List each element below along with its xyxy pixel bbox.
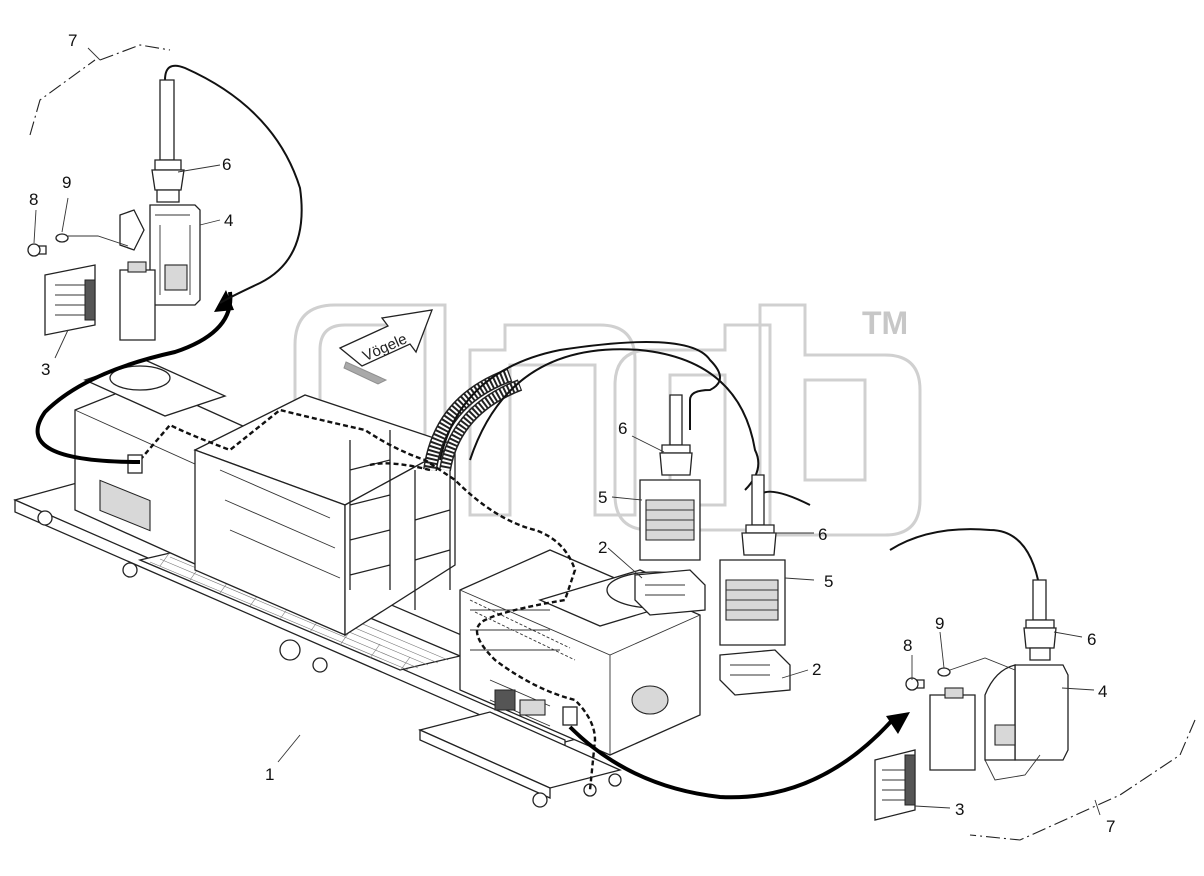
callout-plug-right: 3 bbox=[955, 800, 964, 819]
callout-washer-right: 9 bbox=[935, 614, 944, 633]
callout-gland-right: 6 bbox=[1087, 630, 1096, 649]
callout-machine: 1 bbox=[265, 765, 274, 784]
callout-connector-right: 2 bbox=[812, 660, 821, 679]
callout-screw-right: 8 bbox=[903, 636, 912, 655]
callout-labels: 7 6 9 8 4 3 6 5 2 6 5 2 6 9 8 4 3 1 7 bbox=[29, 31, 1115, 836]
callout-module-top-left: 7 bbox=[68, 31, 77, 50]
voegele-logo: Vögele bbox=[338, 309, 434, 385]
control-module-bottom-right bbox=[874, 579, 1196, 841]
callout-housing-right: 4 bbox=[1098, 682, 1107, 701]
trademark-symbol: TM bbox=[862, 305, 908, 341]
callout-hood-left: 5 bbox=[598, 488, 607, 507]
right-junction-connector bbox=[562, 706, 578, 726]
callout-connector-left: 2 bbox=[598, 538, 607, 557]
arrow-head-right bbox=[886, 712, 910, 734]
callout-module-bottom-right: 7 bbox=[1106, 817, 1115, 836]
callout-gland-mid-left: 6 bbox=[618, 419, 627, 438]
callout-plug-left: 3 bbox=[41, 360, 50, 379]
callout-screw-left: 8 bbox=[29, 190, 38, 209]
callout-gland-top-left: 6 bbox=[222, 155, 231, 174]
paver-screed-assembly bbox=[13, 359, 704, 808]
callout-washer-left: 9 bbox=[62, 173, 71, 192]
callout-housing-left: 4 bbox=[224, 211, 233, 230]
callout-gland-mid-right: 6 bbox=[818, 525, 827, 544]
connector-pair-middle bbox=[634, 394, 791, 696]
callout-hood-right: 5 bbox=[824, 572, 833, 591]
leader-lines bbox=[33, 47, 1101, 816]
control-module-top-left bbox=[27, 44, 201, 341]
routing-arrows bbox=[35, 290, 910, 800]
signal-cables bbox=[164, 64, 1041, 591]
left-junction-connector bbox=[127, 454, 143, 474]
